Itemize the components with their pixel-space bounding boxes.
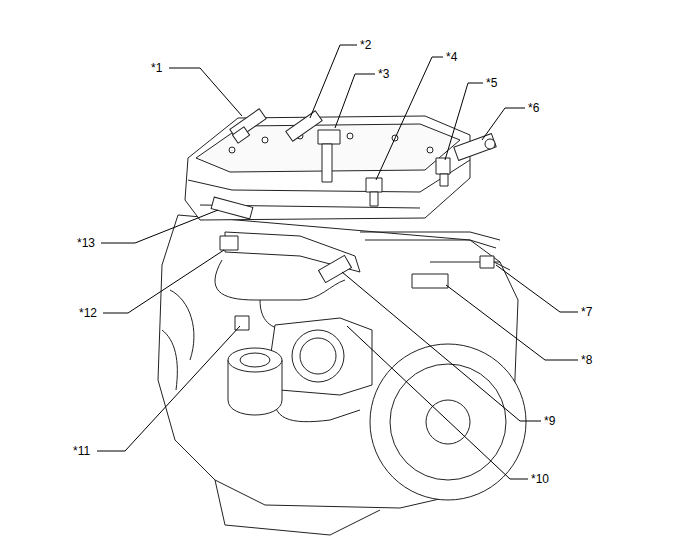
callout-number: *13 (76, 236, 96, 250)
oil-control-valve (230, 109, 266, 143)
knock-sensor (235, 316, 249, 330)
throttle-bore (292, 330, 344, 382)
oxygen-sensor-connector (412, 274, 448, 288)
callout-number: *5 (485, 76, 498, 90)
crank-pulley (370, 344, 526, 500)
callout-number: *1 (150, 61, 163, 75)
callout-number: *6 (527, 101, 540, 115)
callout-number: *9 (543, 414, 556, 428)
oil-pan (215, 480, 380, 535)
cam-sensor (436, 158, 450, 186)
intake-temp-sensor (220, 236, 238, 250)
callout-number: *10 (530, 472, 550, 486)
callout-number: *2 (359, 38, 372, 52)
ignition-coil (286, 111, 322, 141)
cam-sensor (366, 178, 382, 206)
callout-number: *4 (445, 50, 458, 64)
map-sensor (319, 255, 352, 282)
callout-number: *11 (72, 444, 91, 458)
callout-number: *3 (377, 67, 390, 81)
leader-lines (97, 45, 578, 479)
ignition-coil (318, 130, 340, 182)
block-rib (162, 290, 194, 390)
callout-number: *12 (78, 306, 98, 320)
valve-cover (185, 116, 470, 220)
throttle-body (270, 318, 372, 395)
ocv-connector (454, 134, 496, 161)
hose (365, 240, 496, 248)
callout-number: *7 (580, 305, 593, 319)
callout-number: *8 (580, 353, 593, 367)
throttle-pipe (274, 390, 360, 422)
hose (360, 232, 500, 240)
injector (211, 197, 253, 219)
coolant-temp-sensor (480, 256, 510, 270)
